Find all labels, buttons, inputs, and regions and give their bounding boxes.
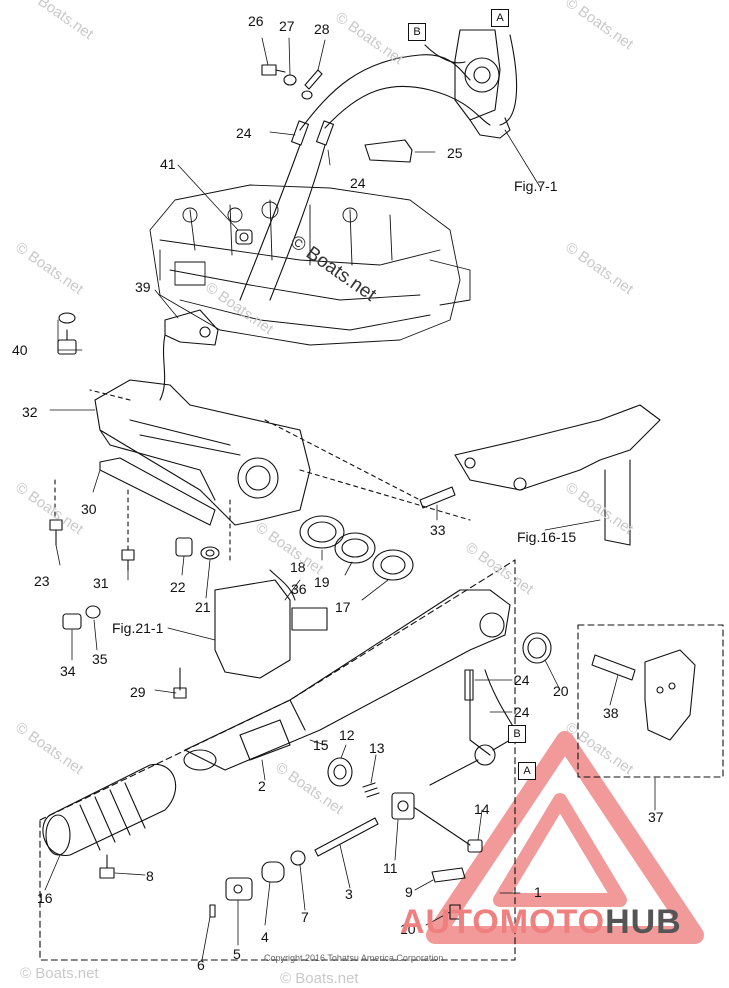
- callout-number: 18: [290, 559, 306, 575]
- handle-tube: [183, 589, 511, 771]
- callout-number: 14: [474, 801, 490, 817]
- knob-37: [644, 649, 696, 741]
- callout-number: 10: [400, 921, 416, 937]
- leader-lines: [44, 37, 656, 961]
- callout-number: 30: [81, 501, 97, 517]
- callout-number: 35: [92, 651, 108, 667]
- callout-number: 17: [335, 599, 351, 615]
- callout-number: 37: [648, 809, 664, 825]
- callout-number: 2: [258, 778, 266, 794]
- figure-reference: Fig.7-1: [514, 178, 558, 194]
- bolt-29: [173, 667, 187, 699]
- callout-number: 29: [130, 684, 146, 700]
- throttle-link: [429, 739, 511, 786]
- nut-22-washer-21: [175, 537, 220, 560]
- logo-text-part2: HUB: [605, 903, 682, 941]
- parts-4-5-6-7: [209, 850, 306, 918]
- callout-number: 9: [405, 884, 413, 900]
- callout-number: 32: [22, 404, 38, 420]
- roller-12-spring-13: [327, 757, 380, 798]
- callout-number: 7: [301, 909, 309, 925]
- callout-letter-b: B: [508, 725, 526, 743]
- bushing-20: [522, 632, 552, 664]
- callout-number: 24: [514, 704, 530, 720]
- callout-number: 6: [197, 957, 205, 973]
- grip-16: [42, 763, 177, 856]
- callout-number: 33: [430, 522, 446, 538]
- callout-number: 38: [603, 705, 619, 721]
- figure-reference: Fig.16-15: [517, 529, 577, 545]
- callout-number: 16: [37, 890, 53, 906]
- bolt-40: [57, 312, 77, 355]
- callout-number: 1: [534, 884, 542, 900]
- callout-letter-b: B: [408, 23, 426, 41]
- throttle-arm-assembly: [454, 29, 511, 139]
- callout-number: 8: [146, 868, 154, 884]
- callout-number: 24: [236, 125, 252, 141]
- watermark: © Boats.net: [20, 965, 99, 982]
- dashed-outline-37: [577, 624, 724, 778]
- stud-38: [591, 654, 636, 681]
- callout-number: 22: [170, 579, 186, 595]
- bolt-14: [414, 807, 483, 853]
- watermark: © Boats.net: [280, 970, 359, 987]
- callout-number: 28: [314, 21, 330, 37]
- logo-text-part1: AUTOMOTO: [400, 903, 606, 941]
- callout-number: 15: [313, 737, 329, 753]
- callout-letter-a: A: [518, 762, 536, 780]
- throttle-cables: [239, 34, 518, 301]
- logo-triangle-mark: [426, 731, 704, 944]
- nut-41: [235, 229, 253, 245]
- callout-number: 11: [383, 860, 398, 876]
- plate-30: [99, 457, 216, 526]
- callout-number: 13: [369, 740, 385, 756]
- callout-number: 19: [314, 574, 330, 590]
- callout-number: 34: [60, 663, 76, 679]
- stud-33: [419, 486, 456, 509]
- callout-number: 41: [160, 156, 176, 172]
- screw-23: [49, 519, 63, 546]
- callout-number: 12: [339, 727, 355, 743]
- screw-8: [99, 854, 115, 879]
- bracket-39: [159, 309, 219, 401]
- callout-number: 40: [12, 342, 28, 358]
- bracket-25: [364, 139, 413, 163]
- callout-number: 31: [93, 575, 109, 591]
- callout-number: 4: [261, 929, 269, 945]
- engine-block: [149, 184, 471, 346]
- callout-number: 24: [350, 175, 366, 191]
- callout-number: 27: [279, 18, 295, 34]
- automotohub-logo: AUTOMOTOHUB: [400, 903, 682, 942]
- throttle-control-box: [214, 569, 328, 679]
- callout-number: 36: [291, 581, 307, 597]
- handle-bracket-32: [94, 379, 311, 526]
- swivel-bracket: [454, 404, 661, 546]
- nut-34-washer-35: [62, 605, 101, 630]
- dashed-leaders: [54, 389, 471, 561]
- callout-number: 23: [34, 573, 50, 589]
- callout-number: 24: [514, 672, 530, 688]
- figure-reference: Fig.21-1: [112, 620, 164, 636]
- callout-number: 25: [447, 145, 463, 161]
- callout-number: 3: [345, 886, 353, 902]
- callout-number: 20: [553, 683, 569, 699]
- copyright-text: Copyright 2016 Tohatsu America Corporati…: [264, 953, 444, 963]
- callout-letter-a: A: [491, 9, 509, 27]
- washers-18-19-17: [299, 515, 414, 581]
- plate-9: [431, 867, 466, 883]
- dashed-outline-bottom: [39, 559, 516, 961]
- callout-number: 5: [233, 946, 241, 962]
- shaft-3: [314, 817, 379, 857]
- callout-number: 21: [195, 599, 211, 615]
- block-11: [391, 792, 415, 820]
- bolt-26-washer-27-pin-28: [261, 64, 323, 100]
- callout-number: 26: [248, 13, 264, 29]
- callout-number: 39: [135, 279, 151, 295]
